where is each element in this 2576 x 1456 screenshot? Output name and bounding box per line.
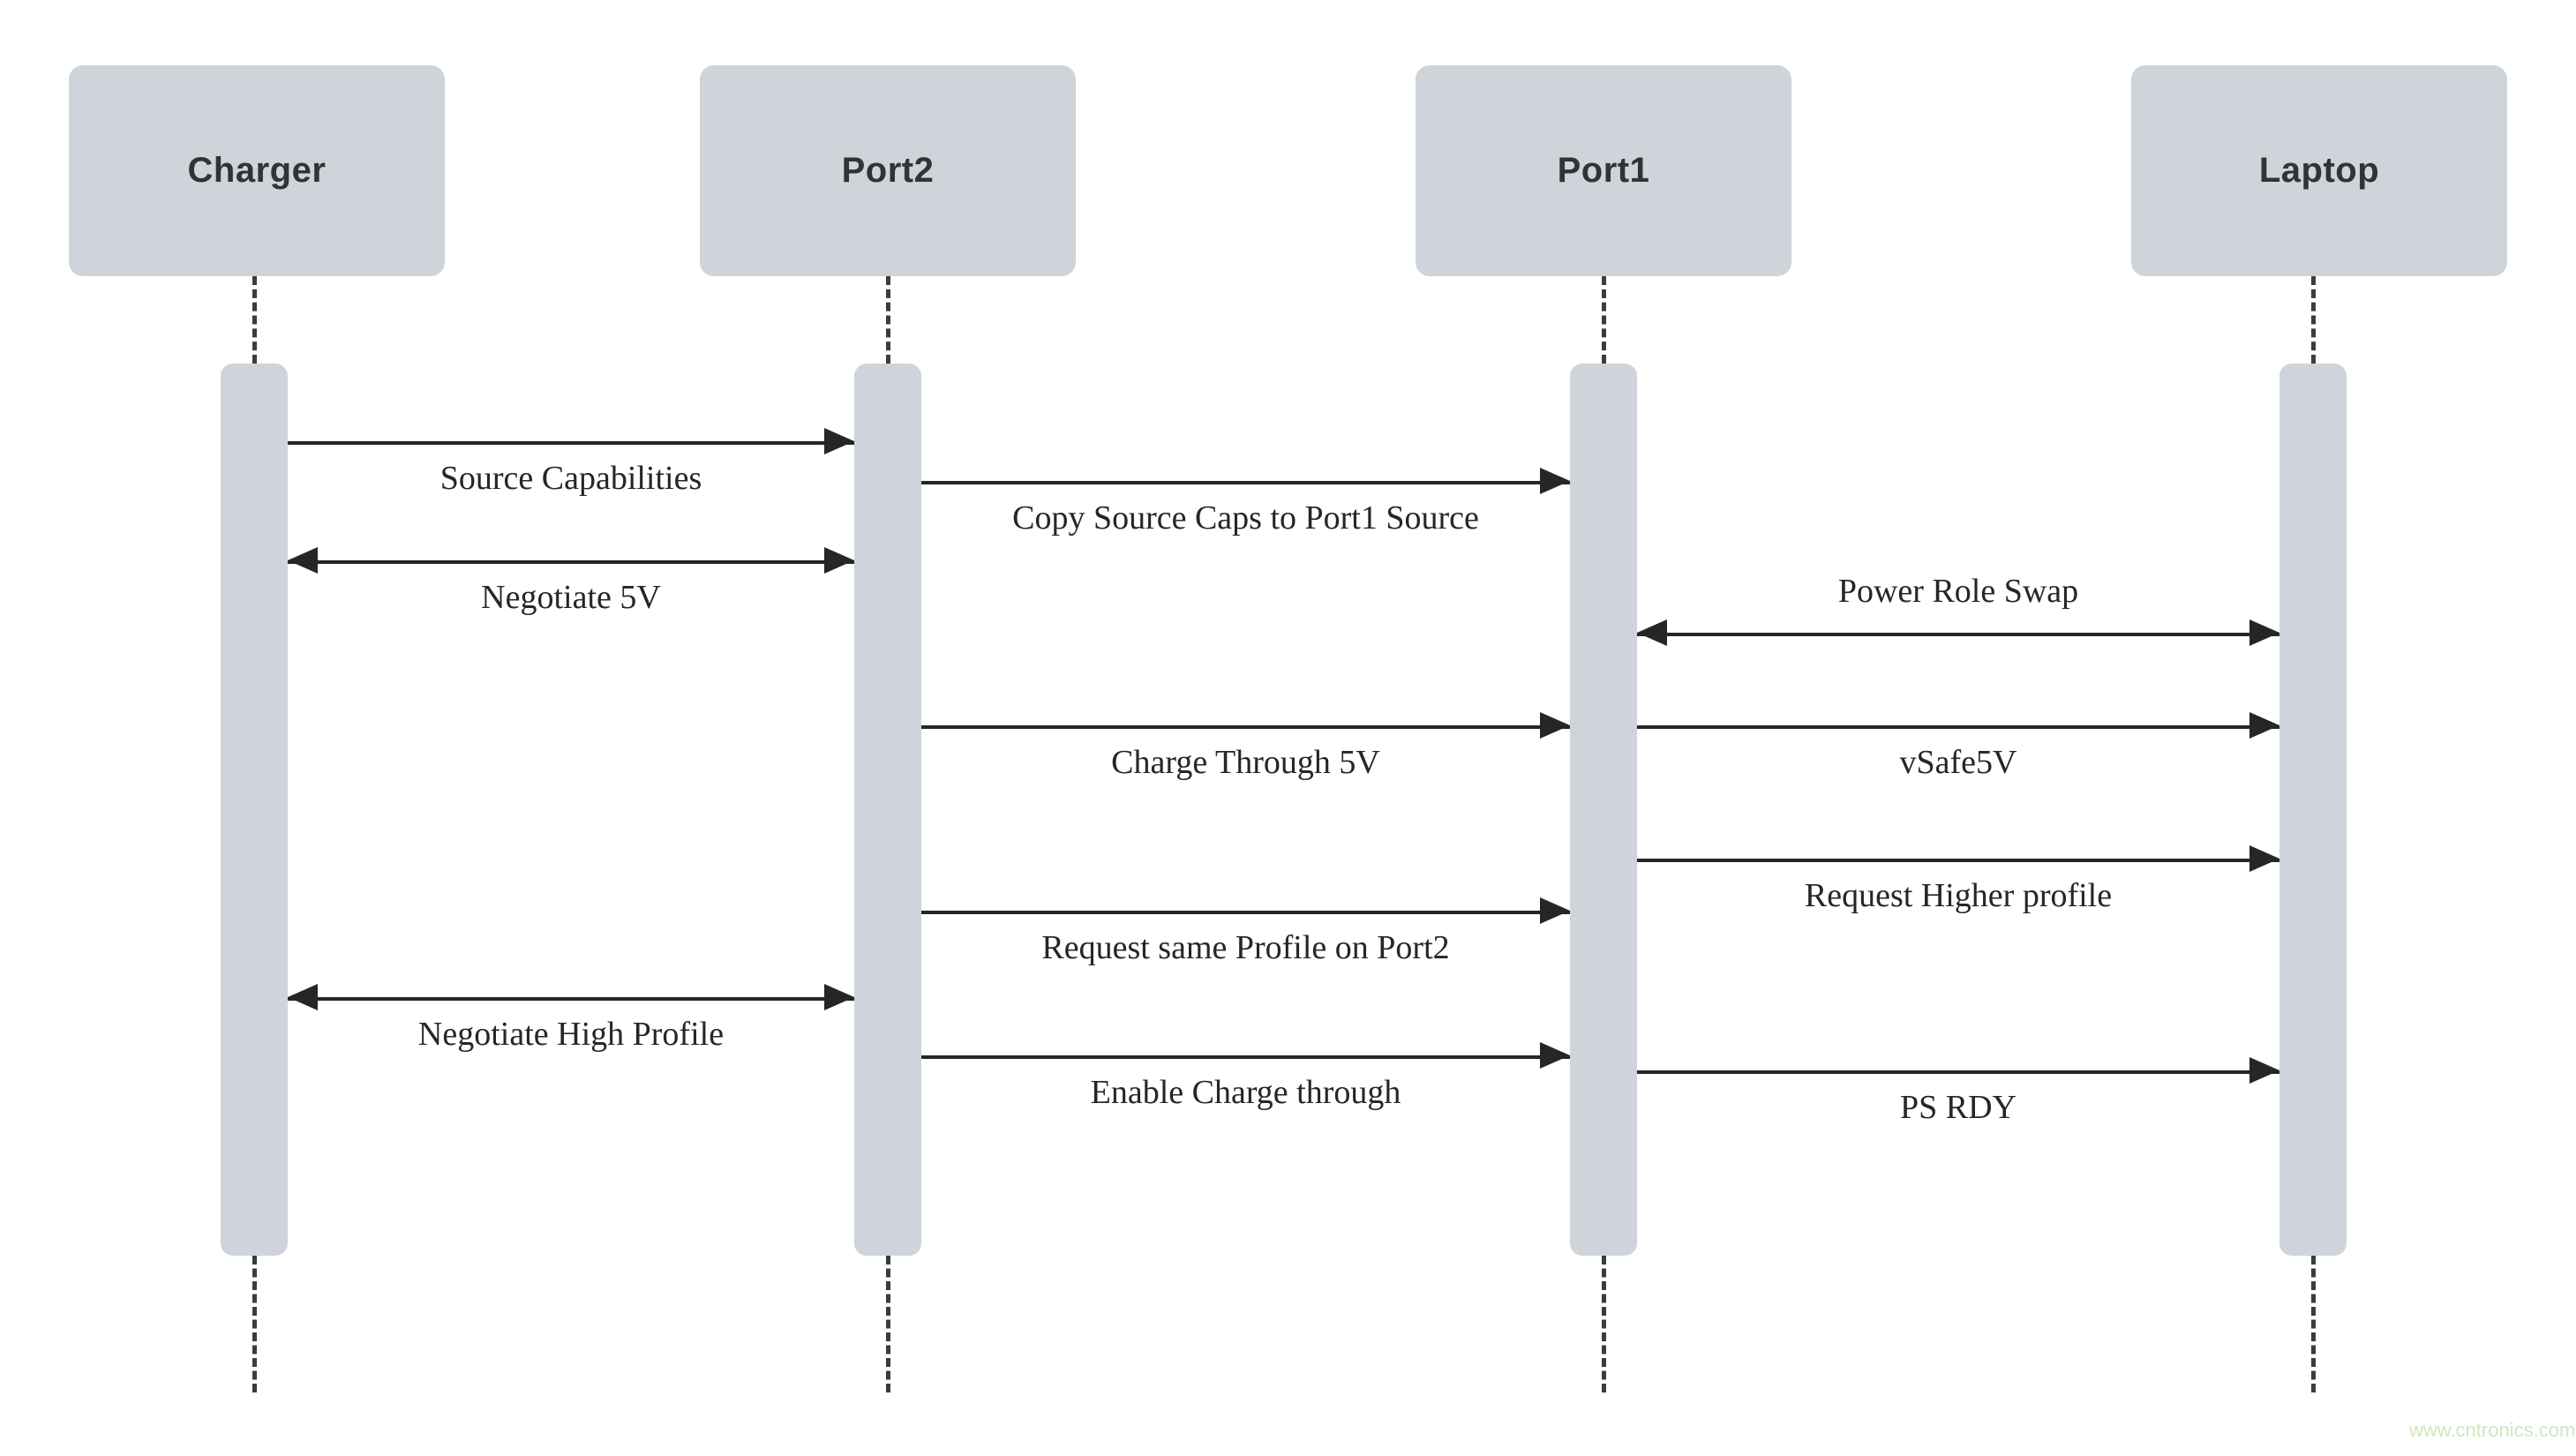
lifeline-charger-segment-0 — [252, 276, 257, 364]
activation-bar-charger — [221, 364, 288, 1256]
actor-box-laptop[interactable]: Laptop — [2131, 65, 2507, 276]
message-label-negotiate-5v: Negotiate 5V — [481, 579, 661, 616]
message-line-request-higher-profile — [1637, 859, 2279, 862]
arrowhead-left-power-role-swap — [1637, 619, 1667, 646]
arrowhead-left-negotiate-high-profile — [288, 984, 318, 1010]
watermark-text: www.cntronics.com — [2409, 1419, 2576, 1441]
message-line-vsafe5v — [1637, 725, 2279, 729]
activation-bar-port1 — [1570, 364, 1637, 1256]
message-label-vsafe5v: vSafe5V — [1899, 744, 2017, 781]
message-line-power-role-swap — [1637, 633, 2279, 636]
activation-bar-laptop — [2279, 364, 2347, 1256]
arrowhead-right-negotiate-5v — [824, 547, 854, 574]
arrowhead-right-charge-through-5v — [1540, 712, 1570, 739]
lifeline-port2-segment-1 — [886, 1256, 890, 1392]
message-label-request-higher-profile: Request Higher profile — [1804, 877, 2113, 914]
arrowhead-right-power-role-swap — [2249, 619, 2279, 646]
lifeline-port2-segment-0 — [886, 276, 890, 364]
message-label-source-capabilities: Source Capabilities — [439, 460, 702, 497]
message-line-copy-source-caps-to-port1-source — [921, 481, 1570, 484]
arrowhead-right-enable-charge-through — [1540, 1042, 1570, 1069]
lifeline-port1-segment-0 — [1602, 276, 1606, 364]
lifeline-laptop-segment-1 — [2311, 1256, 2316, 1392]
message-line-negotiate-high-profile — [288, 997, 854, 1001]
message-line-ps-rdy — [1637, 1070, 2279, 1074]
message-line-request-same-profile-on-port2 — [921, 911, 1570, 914]
message-line-enable-charge-through — [921, 1055, 1570, 1059]
arrowhead-right-ps-rdy — [2249, 1057, 2279, 1084]
message-label-charge-through-5v: Charge Through 5V — [1111, 744, 1380, 781]
lifeline-charger-segment-1 — [252, 1256, 257, 1392]
lifeline-port1-segment-1 — [1602, 1256, 1606, 1392]
message-label-copy-source-caps-to-port1-source: Copy Source Caps to Port1 Source — [1012, 499, 1479, 537]
arrowhead-right-request-higher-profile — [2249, 845, 2279, 872]
actor-label-port2: Port2 — [841, 151, 935, 190]
actor-box-charger[interactable]: Charger — [69, 65, 445, 276]
message-label-enable-charge-through: Enable Charge through — [1090, 1074, 1401, 1111]
actor-label-port1: Port1 — [1557, 151, 1650, 190]
activation-bar-port2 — [854, 364, 921, 1256]
actor-box-port2[interactable]: Port2 — [700, 65, 1076, 276]
message-label-negotiate-high-profile: Negotiate High Profile — [417, 1016, 725, 1053]
arrowhead-right-request-same-profile-on-port2 — [1540, 897, 1570, 924]
lifeline-laptop-segment-0 — [2311, 276, 2316, 364]
actor-label-laptop: Laptop — [2258, 151, 2380, 190]
message-line-negotiate-5v — [288, 560, 854, 564]
actor-box-port1[interactable]: Port1 — [1416, 65, 1791, 276]
arrowhead-right-copy-source-caps-to-port1-source — [1540, 468, 1570, 494]
message-label-request-same-profile-on-port2: Request same Profile on Port2 — [1041, 929, 1450, 966]
message-line-source-capabilities — [288, 441, 854, 445]
arrowhead-right-source-capabilities — [824, 428, 854, 454]
message-line-charge-through-5v — [921, 725, 1570, 729]
actor-label-charger: Charger — [187, 151, 327, 190]
arrowhead-right-negotiate-high-profile — [824, 984, 854, 1010]
arrowhead-right-vsafe5v — [2249, 712, 2279, 739]
arrowhead-left-negotiate-5v — [288, 547, 318, 574]
message-label-power-role-swap: Power Role Swap — [1837, 573, 2079, 610]
message-label-ps-rdy: PS RDY — [1900, 1089, 2016, 1126]
